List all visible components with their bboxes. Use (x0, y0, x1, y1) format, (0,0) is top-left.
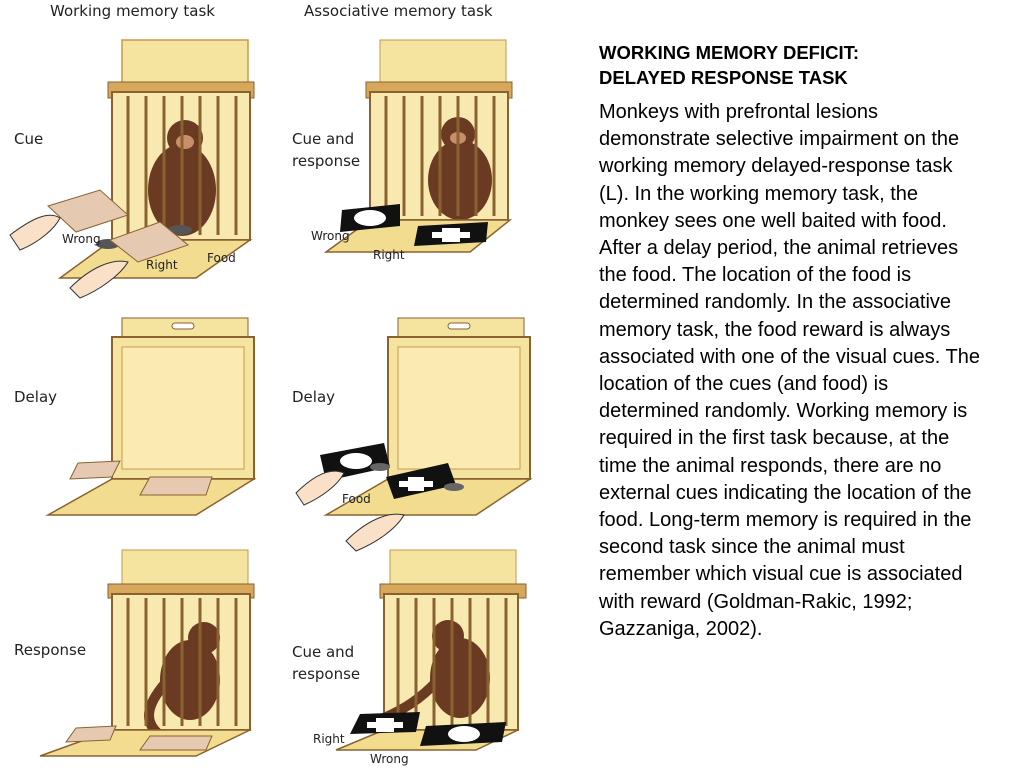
circle-cue (448, 726, 480, 742)
label-right-assoc-bottom: Right (313, 732, 345, 746)
cover-card-left (47, 189, 129, 233)
tray (323, 478, 533, 516)
cage-bars (126, 96, 238, 235)
slide-body-text: Monkeys with prefrontal lesions demonstr… (599, 101, 980, 640)
hand-icon-left (9, 214, 61, 251)
handle-slot (171, 322, 195, 330)
label-food-cue: Food (207, 251, 236, 265)
box-top-sign (389, 549, 517, 591)
cover-card-right (139, 735, 213, 751)
handle-slot (447, 322, 471, 330)
cage-bars (126, 598, 238, 726)
label-wrong-cue: Wrong (62, 232, 101, 246)
cover-card-left (69, 460, 121, 480)
label-right-assoc-top: Right (373, 248, 405, 262)
stage-label-response: Response (14, 641, 87, 659)
delay-screen-inner (397, 346, 521, 470)
panel-associative-cue-response-bottom (335, 549, 527, 751)
hand-icon-left (295, 470, 345, 506)
label-food-assoc: Food (342, 492, 371, 506)
slide-heading: WORKING MEMORY DEFICIT: DELAYED RESPONSE… (599, 42, 860, 88)
circle-cue (354, 210, 386, 226)
food-well-right (168, 225, 192, 235)
cover-card-right (108, 221, 190, 263)
panel-working-cue (9, 39, 255, 299)
delay-screen-inner (121, 346, 245, 470)
plus-cue (367, 718, 403, 732)
stage-label-cue: Cue (14, 130, 44, 148)
panel-associative-cue-response (323, 39, 513, 253)
food-well (444, 483, 464, 491)
plus-cue (399, 477, 433, 491)
cover-card-right (139, 476, 213, 496)
stage-label-delay-working: Delay (14, 388, 58, 406)
panel-associative-delay (295, 317, 533, 552)
plus-cue (432, 228, 470, 242)
stage-label-cue-response-bottom: Cue and response (292, 643, 361, 683)
hand-icon-right (345, 513, 405, 552)
cage-bars (396, 598, 508, 726)
column-title-associative-memory: Associative memory task (304, 2, 493, 20)
column-title-working-memory: Working memory task (50, 2, 215, 20)
hand-icon-right (69, 260, 129, 299)
food-well (370, 463, 390, 471)
label-wrong-assoc-top: Wrong (311, 229, 350, 243)
box-top-sign (121, 549, 249, 591)
panel-working-response (39, 549, 255, 757)
panel-working-delay (45, 317, 257, 516)
cage-bars (384, 96, 496, 216)
description-panel: WORKING MEMORY DEFICIT: DELAYED RESPONSE… (599, 40, 984, 643)
label-wrong-assoc-bottom: Wrong (370, 752, 409, 766)
label-right-cue: Right (146, 258, 178, 272)
cover-card-left (64, 725, 117, 743)
circle-cue (340, 453, 372, 469)
stage-label-delay-associative: Delay (292, 388, 336, 406)
task-figure: Working memory task Associative memory t… (9, 2, 533, 766)
stage-label-cue-response-top: Cue and response (292, 130, 361, 170)
